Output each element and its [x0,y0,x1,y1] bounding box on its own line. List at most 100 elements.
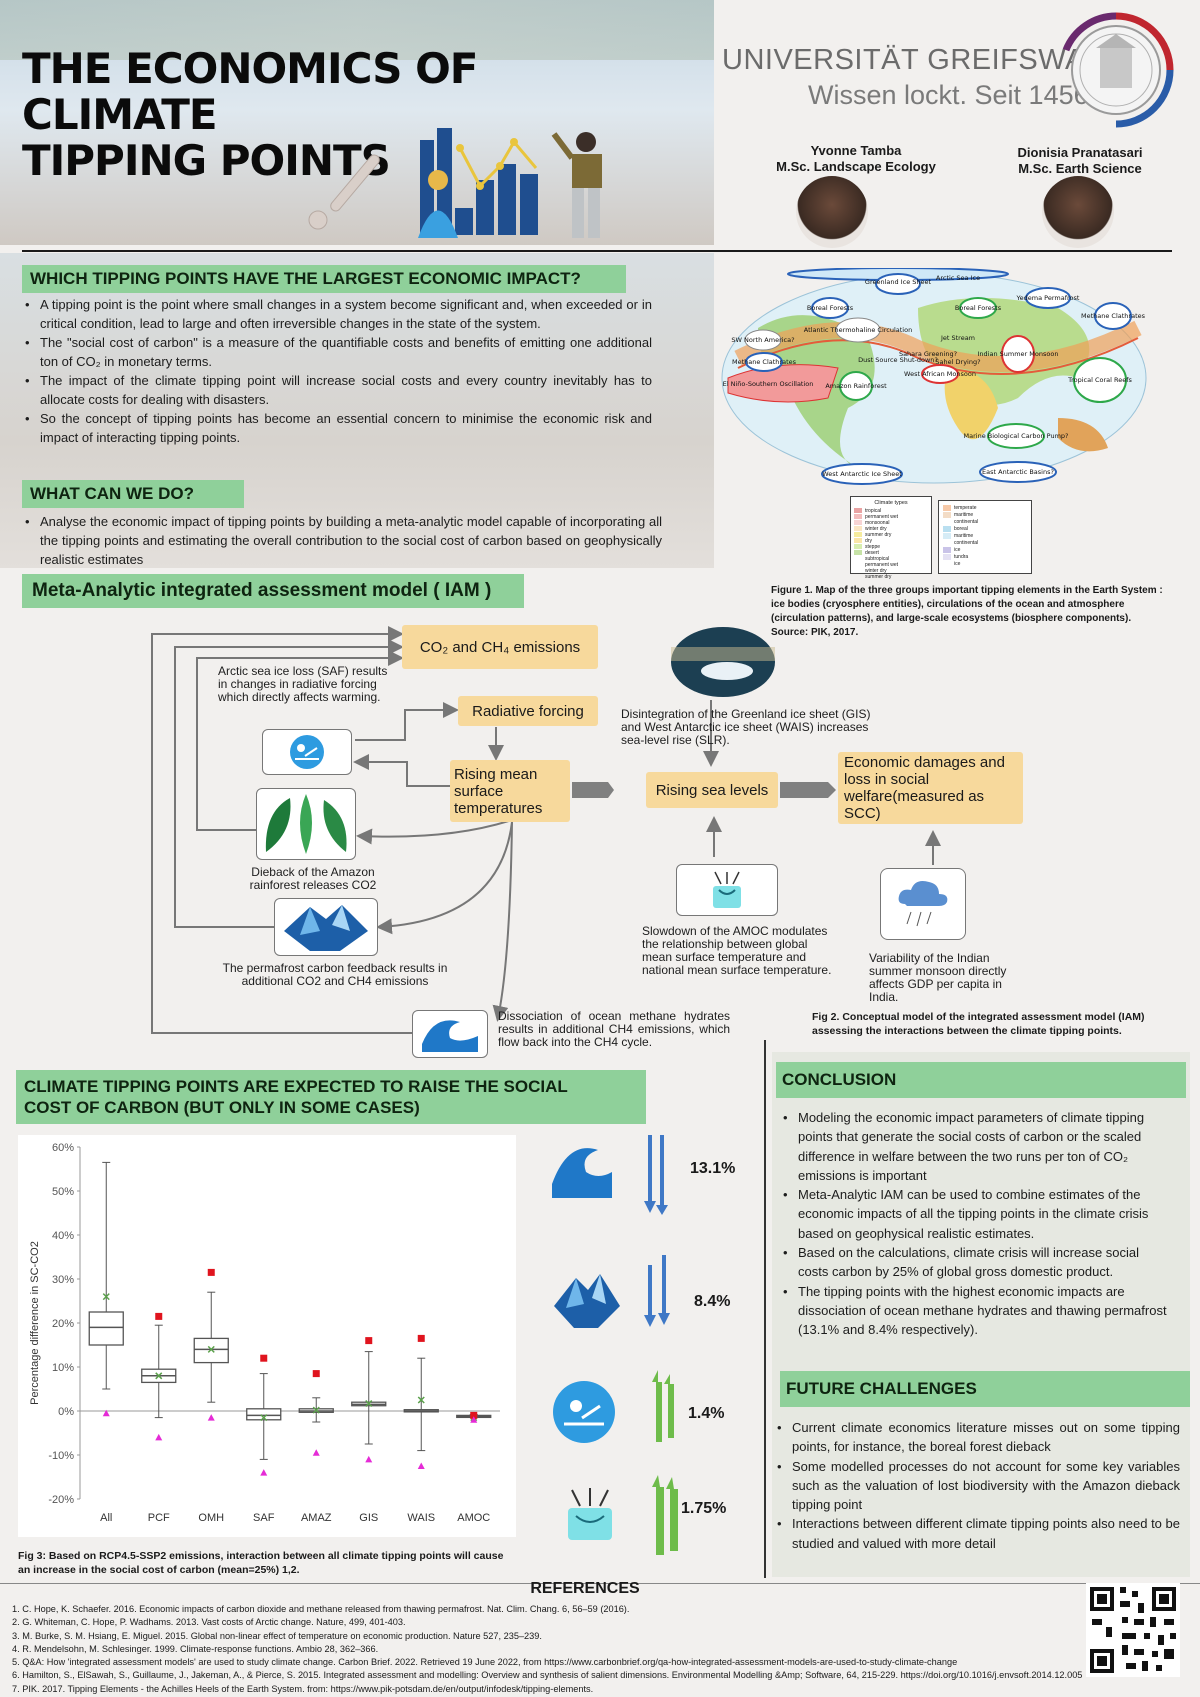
qr-code-icon[interactable] [1086,1583,1180,1677]
map-label: Boreal Forests [807,304,854,312]
y-tick-label: 40% [52,1230,74,1242]
low-outlier-marker [155,1433,163,1441]
bullet: Current climate economics literature mis… [774,1418,1180,1457]
person-left-icon [418,170,458,238]
impact-value-sea-ice: 1.4% [688,1405,725,1422]
wave-icon [422,1020,478,1052]
thermometer-icon [308,154,380,230]
map-label: El Niño-Southern Oscillation [723,380,814,388]
x-tick-label: OMH [198,1512,224,1524]
map-label: Methane Clathrates [732,358,797,366]
monsoon-tile [880,868,966,940]
map-label: SW North America? [731,336,794,344]
map-label: Jet Stream [940,334,975,342]
map-label: West African Monsoon [904,370,976,378]
greenland-ice-photo [671,627,775,697]
section-heading-conclusion: CONCLUSION [776,1062,1186,1098]
university-motto: Wissen lockt. Seit 1456 [808,80,1089,110]
reference-item: 2. G. Whiteman, C. Hope, P. Wadhams. 201… [12,1617,406,1628]
what-can-we-do-bullets: Analyse the economic impact of tipping p… [22,512,662,569]
high-outlier-marker [365,1337,373,1345]
map-label: Indian Summer Monsoon [978,350,1059,358]
low-outlier-marker [470,1416,478,1423]
text-amoc: Slowdown of the AMOC modulates the relat… [642,924,832,977]
references-heading: REFERENCES [530,1580,640,1597]
high-outlier-marker [260,1354,268,1362]
text-amazon: Dieback of the Amazon rainforest release… [249,865,377,892]
text-permafrost: The permafrost carbon feedback results i… [222,961,448,988]
figure-1-caption: Figure 1. Map of the three groups import… [771,585,1163,638]
references-list: 1. C. Hope, K. Schaefer. 2016. Economic … [12,1603,1082,1696]
x-tick-label: PCF [148,1512,170,1524]
impact-bullets: A tipping point is the point where small… [22,295,652,447]
figure-3-caption: Fig 3: Based on RCP4.5-SSP2 emissions, i… [18,1550,504,1576]
y-tick-label: 0% [58,1406,74,1418]
map-label: Arctic Sea Ice [936,274,980,282]
section-heading-what-can-we-do: WHAT CAN WE DO? [22,480,244,508]
y-tick-label: 30% [52,1274,74,1286]
y-tick-label: 60% [52,1142,74,1154]
person-right-icon [551,132,602,238]
amoc-tile [676,864,778,916]
conclusion-bullets: Modeling the economic impact parameters … [780,1108,1170,1340]
high-outlier-marker [207,1268,215,1276]
section-heading-results: CLIMATE TIPPING POINTS ARE EXPECTED TO R… [16,1070,646,1124]
y-tick-label: 20% [52,1318,74,1330]
map-label: Atlantic Thermohaline Circulation [804,326,912,334]
sun-ice-icon [290,735,324,769]
box-mean-marker [365,1399,373,1408]
chart-container: 60%50%40%30%20%10%0%-10%-20%Percentage d… [18,1135,516,1537]
iceberg-icon [284,905,368,951]
sea-ice-tile [262,729,352,775]
wave-icon [552,1148,612,1198]
x-tick-label: SAF [253,1512,275,1524]
arrow-up-icon [652,1370,674,1442]
iam-flow-arrows [151,626,941,1034]
author-1: Yvonne Tamba M.Sc. Landscape Ecology [776,143,936,174]
y-tick-label: 50% [52,1186,74,1198]
box-radiative-forcing: Radiative forcing [458,696,598,726]
header-divider [22,250,1172,252]
box-iqr [246,1408,282,1421]
author-1-photo [796,176,868,248]
impact-icon-amoc [562,1488,618,1542]
y-tick-label: 10% [52,1362,74,1374]
map-label: Amazon Rainforest [825,382,887,390]
bullet: The impact of the climate tipping point … [22,371,652,409]
author-2: Dionisia Pranatasari M.Sc. Earth Science [1017,145,1143,176]
box-mean-marker [312,1406,320,1414]
economy-illustration [308,128,602,238]
text-monsoon: Variability of the Indian summer monsoon… [869,951,1007,1004]
box-mean-marker [417,1396,425,1404]
map-label: Yedema Permafrost [1016,294,1080,302]
x-tick-label: All [100,1512,112,1524]
box-mean-marker [155,1372,163,1380]
bullet: A tipping point is the point where small… [22,295,652,333]
map-label: Tropical Coral Reefs [1067,376,1132,384]
map-label: Boreal Forests [955,304,1002,312]
methane-tile [412,1010,488,1058]
reference-item: 7. PIK. 2017. Tipping Elements - the Ach… [12,1683,594,1694]
map-label: Greenland Ice Sheet [865,278,932,286]
money-rain-decoration [0,0,714,60]
map-label: East Antarctic Basins? [982,468,1054,476]
tipping-elements-map: Arctic Sea Ice Greenland Ice Sheet Borea… [721,268,1147,485]
bullet: Modeling the economic impact parameters … [780,1108,1170,1185]
ocean-circulation-icon [568,1488,612,1540]
box-economic-damages: Economic damages and loss in social welf… [838,752,1023,824]
section-heading-future: FUTURE CHALLENGES [780,1371,1190,1407]
map-label: Sahara Greening? [899,350,957,358]
impact-value-amoc: 1.75% [681,1500,727,1517]
bullet: Interactions between different climate t… [774,1514,1180,1553]
bullet: Meta-Analytic IAM can be used to combine… [780,1185,1170,1243]
ocean-circulation-icon [713,871,741,908]
impact-value-methane: 13.1% [690,1160,736,1177]
bullet: Based on the calculations, climate crisi… [780,1243,1170,1282]
text-saf: Arctic sea ice loss (SAF) results in cha… [218,664,388,704]
bullet: Analyse the economic impact of tipping p… [22,512,662,569]
map-label: West Antarctic Ice Sheet [822,470,902,478]
x-tick-label: WAIS [407,1512,435,1524]
section-heading-impact: WHICH TIPPING POINTS HAVE THE LARGEST EC… [22,265,626,293]
rain-cloud-icon [898,881,948,927]
low-outlier-marker [260,1469,268,1476]
